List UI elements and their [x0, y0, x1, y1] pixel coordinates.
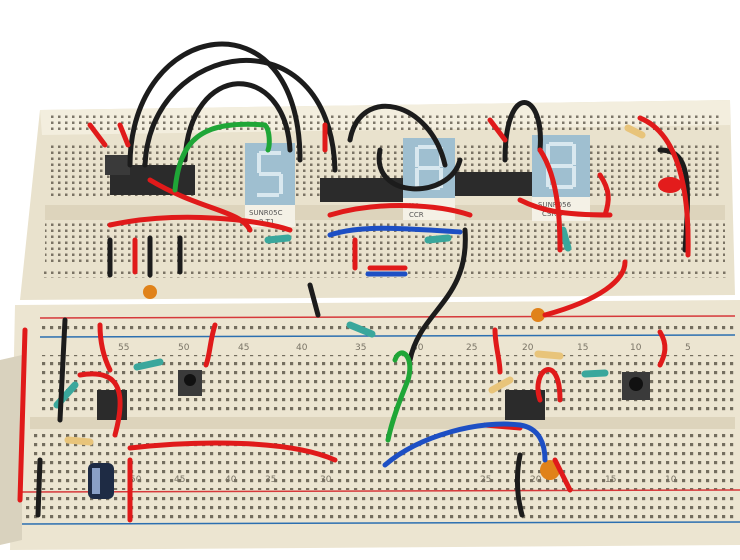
resistor [424, 234, 452, 244]
power-rail-red-top [39, 315, 736, 319]
red-wire [97, 322, 113, 373]
column-number: 15 [605, 475, 616, 485]
red-wire [147, 177, 253, 233]
wires [17, 41, 691, 523]
column-number: 30 [412, 343, 424, 353]
black-wire [502, 100, 543, 163]
column-number: 40 [296, 343, 308, 353]
digit-segments [257, 151, 283, 197]
column-number: 45 [238, 343, 249, 353]
display-label: SUNR05C [249, 209, 283, 217]
column-numbers-top: 55 50 45 40 35 30 25 20 15 10 5 [118, 343, 691, 353]
red-wire [87, 117, 508, 153]
black-wire [57, 317, 68, 423]
resistor [264, 234, 292, 244]
resistor [559, 226, 572, 252]
column-numbers-bottom: 50 45 40 35 30 25 20 15 10 [130, 475, 677, 485]
red-wire [597, 172, 611, 218]
column-number: 15 [577, 343, 588, 353]
black-wire [407, 227, 468, 363]
power-rail-red-bottom [19, 489, 740, 493]
ic-chip [455, 172, 535, 196]
column-number: 40 [225, 475, 237, 485]
black-wire [347, 103, 448, 168]
column-number: 25 [480, 475, 491, 485]
red-wire [132, 237, 358, 275]
column-number: 10 [665, 475, 677, 485]
black-wire [376, 147, 463, 192]
red-wire [327, 203, 473, 218]
black-wire [514, 452, 525, 518]
blue-wire [382, 421, 548, 468]
column-number: 30 [320, 475, 332, 485]
red-wire [637, 115, 691, 258]
ic-chip [320, 178, 410, 202]
red-wire [517, 197, 613, 218]
resistor [581, 369, 609, 378]
display-label: CCR [409, 211, 424, 219]
red-wire [203, 322, 218, 368]
column-number: 10 [630, 343, 642, 353]
column-number: 55 [118, 343, 129, 353]
red-wire [535, 367, 563, 403]
black-wire [182, 81, 293, 163]
push-button [105, 155, 130, 175]
power-rail-blue-bottom [19, 521, 740, 525]
column-number: 20 [530, 475, 542, 485]
button-cap [184, 374, 196, 386]
lower-components [53, 124, 682, 499]
lower-breadboard [0, 300, 740, 550]
power-rail-blue-top [39, 334, 736, 338]
column-number: 50 [178, 343, 190, 353]
electrolytic-capacitor [88, 463, 114, 499]
column-number: 35 [265, 475, 276, 485]
resistor [534, 350, 564, 360]
green-wire [172, 121, 272, 193]
red-wire [77, 371, 123, 438]
red-wire [657, 329, 668, 368]
button-cap [629, 377, 643, 391]
black-wire [35, 457, 43, 518]
column-number: 5 [685, 343, 691, 353]
red-wire [127, 440, 338, 463]
display-1: SUNR05C 2 T1 [245, 143, 295, 227]
black-wire [107, 235, 321, 318]
green-wire [385, 350, 413, 443]
digit-segments [546, 142, 576, 189]
column-number: 35 [355, 343, 366, 353]
black-wire [142, 58, 338, 173]
blue-wire [327, 225, 463, 238]
red-wire [542, 259, 628, 318]
red-wire [17, 327, 28, 503]
resistor [64, 436, 94, 446]
display-label: SUNR056 [538, 201, 572, 209]
resistor [624, 124, 646, 139]
led [658, 177, 682, 193]
red-wire [537, 147, 563, 253]
display-label: CSR-2 [542, 210, 563, 218]
resistor [133, 358, 164, 371]
column-number: 50 [130, 475, 142, 485]
column-number: 45 [174, 475, 185, 485]
red-wire [107, 214, 293, 233]
column-number: 25 [466, 343, 477, 353]
black-wire [127, 41, 303, 168]
ceramic-capacitor [143, 285, 157, 299]
red-wire [552, 457, 573, 493]
resistor [488, 376, 514, 394]
red-wire [492, 327, 503, 375]
column-number: 20 [522, 343, 534, 353]
resistor [346, 321, 376, 338]
ceramic-capacitor [531, 308, 545, 322]
